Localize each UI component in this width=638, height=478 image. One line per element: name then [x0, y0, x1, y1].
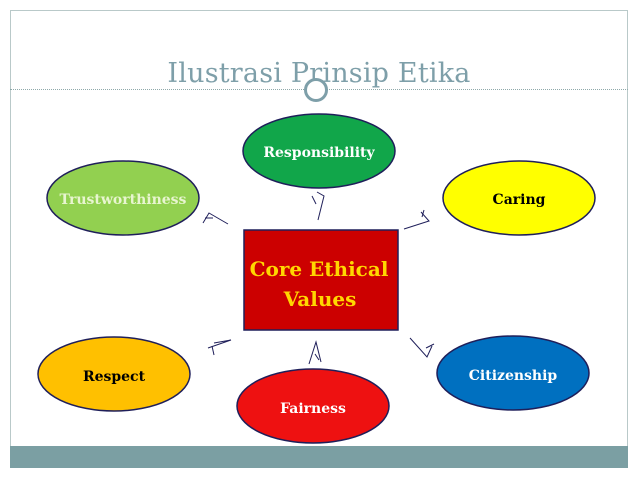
node-citizenship: [436, 335, 590, 411]
node-caring-label: Caring: [493, 192, 546, 208]
connector-responsibility-tick: [311, 195, 317, 205]
node-respect-label: Respect: [83, 369, 146, 385]
node-citizenship-label: Citizenship: [469, 368, 558, 384]
node-trustworthiness: [46, 160, 200, 236]
connector-trustworthiness: [202, 212, 229, 225]
node-responsibility: [242, 113, 396, 189]
connector-marks: [202, 191, 435, 365]
connector-caring: [403, 211, 430, 230]
node-fairness-label: Fairness: [280, 401, 346, 417]
connector-fairness-tick: [314, 353, 320, 361]
node-trustworthiness-label: Trustworthiness: [60, 192, 187, 208]
connector-citizenship-tick: [425, 343, 435, 349]
node-respect: [37, 336, 191, 412]
connector-responsibility: [316, 191, 325, 221]
node-responsibility-label: Responsibility: [263, 145, 375, 161]
node-caring: [442, 160, 596, 236]
node-fairness: [236, 368, 390, 444]
core-values-box: [243, 229, 399, 331]
connector-fairness: [308, 340, 322, 365]
connector-respect: [207, 339, 232, 349]
footer-bar: [10, 446, 628, 468]
connector-citizenship: [409, 337, 433, 358]
title-ring-ornament: [304, 78, 328, 102]
core-values-line1: Core Ethical: [250, 257, 389, 281]
connector-respect-tick: [211, 345, 215, 356]
connector-caring-tick: [421, 209, 425, 218]
core-values-line2: Values: [283, 287, 357, 311]
